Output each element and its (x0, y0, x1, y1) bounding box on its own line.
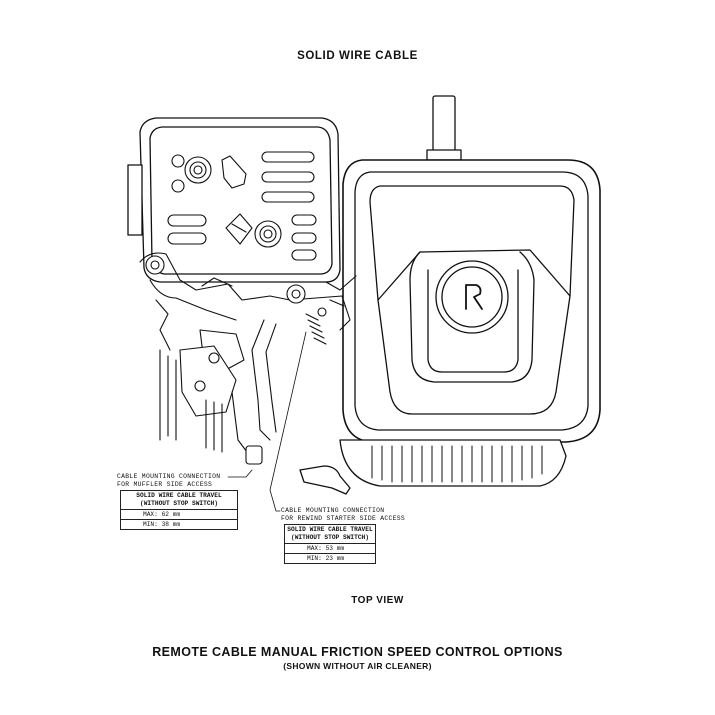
table-subtitle: (WITHOUT STOP SWITCH) (291, 534, 369, 541)
drawing-subtitle: (SHOWN WITHOUT AIR CLEANER) (283, 661, 432, 671)
cable-travel-table-rewind: SOLID WIRE CABLE TRAVEL (WITHOUT STOP SW… (284, 524, 376, 564)
crankshaft (426, 95, 462, 161)
callout-rewind-line2: FOR REWIND STARTER SIDE ACCESS (281, 514, 406, 522)
drawing-title: REMOTE CABLE MANUAL FRICTION SPEED CONTR… (152, 645, 563, 659)
table-header: SOLID WIRE CABLE TRAVEL (WITHOUT STOP SW… (284, 524, 376, 544)
table-title: SOLID WIRE CABLE TRAVEL (136, 492, 222, 499)
callout-rewind-line1: CABLE MOUNTING CONNECTION (281, 507, 385, 514)
starter-grille (299, 439, 567, 495)
muffler-shield (127, 117, 341, 283)
table-max: MAX: 53 mm (284, 543, 376, 554)
fuel-cap (435, 260, 509, 334)
table-max: MAX: 62 mm (120, 509, 238, 520)
table-min: MIN: 38 mm (120, 519, 238, 530)
cable-travel-table-muffler: SOLID WIRE CABLE TRAVEL (WITHOUT STOP SW… (120, 490, 238, 530)
table-subtitle: (WITHOUT STOP SWITCH) (140, 500, 218, 507)
callout-muffler-line2: FOR MUFFLER SIDE ACCESS (117, 480, 213, 488)
view-heading: SOLID WIRE CABLE (297, 50, 418, 62)
table-min: MIN: 23 mm (284, 553, 376, 564)
table-header: SOLID WIRE CABLE TRAVEL (WITHOUT STOP SW… (120, 490, 238, 510)
speed-control-linkage (139, 252, 357, 465)
callout-muffler-line1: CABLE MOUNTING CONNECTION (117, 473, 221, 480)
callout-leaders (227, 331, 307, 512)
callout-muffler: CABLE MOUNTING CONNECTION FOR MUFFLER SI… (117, 473, 220, 488)
view-label: TOP VIEW (351, 595, 404, 606)
engine-shroud (342, 159, 601, 443)
table-title: SOLID WIRE CABLE TRAVEL (287, 526, 373, 533)
callout-rewind: CABLE MOUNTING CONNECTION FOR REWIND STA… (281, 507, 405, 522)
